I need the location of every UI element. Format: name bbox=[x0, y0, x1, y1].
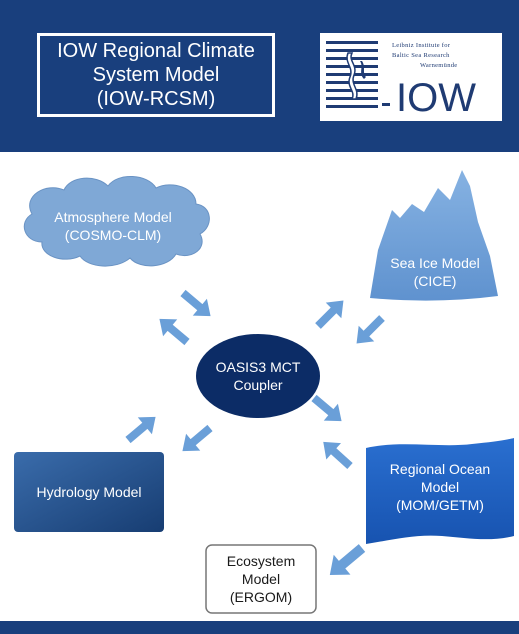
atmosphere-model-cloud: Atmosphere Model (COSMO-CLM) bbox=[23, 176, 210, 267]
arrow-seaice-to-coupler bbox=[356, 315, 385, 344]
footer-banner bbox=[0, 621, 519, 634]
oasis3-coupler: OASIS3 MCT Coupler bbox=[196, 334, 320, 418]
sea-ice-label-line-1: Sea Ice Model bbox=[390, 255, 480, 271]
hydrology-model-box: Hydrology Model bbox=[14, 452, 164, 532]
hydrology-label: Hydrology Model bbox=[36, 484, 141, 500]
ecosystem-label-line-2: Model bbox=[242, 571, 280, 587]
iow-logo: Leibniz Institute for Baltic Sea Researc… bbox=[320, 33, 502, 121]
sea-ice-label-line-2: (CICE) bbox=[414, 273, 457, 289]
title-box: IOW Regional Climate System Model (IOW-R… bbox=[37, 33, 275, 117]
title-line-2: System Model bbox=[92, 64, 220, 86]
arrow-hydrology-to-coupler bbox=[125, 416, 156, 444]
arrow-ocean-to-coupler bbox=[323, 441, 353, 469]
ecosystem-label-line-1: Ecosystem bbox=[227, 553, 295, 569]
regional-ocean-model-shape: Regional Ocean Model (MOM/GETM) bbox=[366, 438, 514, 544]
coupler-label-line-2: Coupler bbox=[233, 377, 282, 393]
atmosphere-label-line-2: (COSMO-CLM) bbox=[65, 227, 161, 243]
ecosystem-label-line-3: (ERGOM) bbox=[230, 589, 292, 605]
atmosphere-label-line-1: Atmosphere Model bbox=[54, 209, 172, 225]
sea-ice-model-shape: Sea Ice Model (CICE) bbox=[370, 170, 498, 301]
ecosystem-model-box: Ecosystem Model (ERGOM) bbox=[205, 544, 317, 614]
header-banner: IOW Regional Climate System Model (IOW-R… bbox=[0, 0, 519, 152]
arrow-coupler-to-ocean bbox=[311, 394, 342, 422]
iow-logo-graphic: Leibniz Institute for Baltic Sea Researc… bbox=[326, 41, 476, 120]
arrow-coupler-to-atmosphere bbox=[159, 318, 190, 346]
title-line-1: IOW Regional Climate bbox=[57, 40, 255, 62]
logo-institute-line-3: Warnemünde bbox=[420, 62, 458, 69]
arrow-ocean-to-ecosystem bbox=[329, 544, 366, 575]
arrow-atmosphere-to-coupler bbox=[180, 289, 211, 317]
logo-institute-line-2: Baltic Sea Research bbox=[392, 52, 450, 59]
title-line-3: (IOW-RCSM) bbox=[96, 88, 216, 110]
ocean-label-line-1: Regional Ocean bbox=[390, 461, 490, 477]
logo-wordmark: IOW bbox=[396, 76, 476, 120]
coupler-label-line-1: OASIS3 MCT bbox=[216, 359, 301, 375]
ocean-label-line-3: (MOM/GETM) bbox=[396, 497, 484, 513]
arrow-coupler-to-hydrology bbox=[182, 424, 213, 452]
arrow-coupler-to-seaice bbox=[315, 300, 344, 329]
logo-institute-line-1: Leibniz Institute for bbox=[392, 42, 451, 49]
coupling-diagram: Atmosphere Model (COSMO-CLM) Sea Ice Mod… bbox=[14, 170, 514, 614]
arrow-group bbox=[125, 289, 385, 575]
ocean-label-line-2: Model bbox=[421, 479, 459, 495]
